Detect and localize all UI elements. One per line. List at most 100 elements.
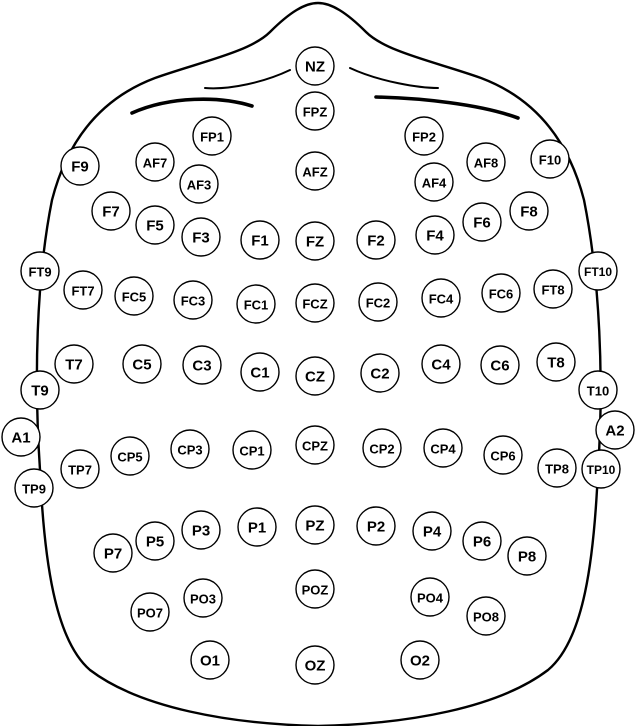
electrode-circle	[232, 430, 272, 470]
electrode-f9: F9	[60, 146, 100, 186]
electrode-label: FC5	[122, 290, 147, 305]
electrode-circle	[356, 506, 396, 546]
electrode-label: PO3	[190, 592, 216, 607]
electrode-circle	[181, 510, 221, 550]
head-outline	[35, 1, 602, 726]
electrode-p1: P1	[237, 507, 277, 547]
electrode-cp6: CP6	[483, 435, 523, 475]
electrode-label: OZ	[305, 658, 326, 675]
electrode-f2: F2	[356, 220, 396, 260]
electrode-label: FP1	[200, 130, 224, 145]
electrode-label: F10	[539, 153, 561, 168]
electrode-label: F3	[192, 230, 210, 247]
electrode-cp3: CP3	[170, 429, 210, 469]
electrode-t8: T8	[536, 342, 576, 382]
electrode-circle	[295, 569, 335, 609]
electrode-circle	[481, 273, 521, 313]
electrode-circle	[295, 221, 335, 261]
electrode-circle	[295, 356, 335, 396]
electrode-p7: P7	[93, 533, 133, 573]
electrode-circle	[507, 536, 547, 576]
electrode-label: POZ	[302, 583, 329, 598]
electrode-circle	[135, 142, 175, 182]
electrode-ft10: FT10	[578, 251, 618, 291]
electrode-label: TP9	[22, 482, 46, 497]
electrode-c4: C4	[421, 344, 461, 384]
electrode-label: P7	[104, 546, 122, 563]
electrode-label: FT8	[541, 283, 564, 298]
electrode-label: FT7	[71, 284, 94, 299]
electrode-label: NZ	[305, 59, 325, 76]
electrode-cp2: CP2	[362, 428, 402, 468]
electrode-label: F5	[146, 218, 164, 235]
electrode-label: CP4	[430, 442, 456, 457]
electrode-fc2: FC2	[358, 282, 398, 322]
electrode-label: F9	[71, 159, 89, 176]
electrode-label: A1	[11, 430, 30, 447]
electrode-circle	[404, 116, 444, 156]
electrode-f1: F1	[240, 220, 280, 260]
electrode-circle	[240, 352, 280, 392]
electrode-label: FC2	[366, 296, 391, 311]
electrode-circle	[237, 507, 277, 547]
electrode-circle	[190, 640, 230, 680]
electrode-label: A2	[605, 423, 624, 440]
electrode-po8: PO8	[466, 596, 506, 636]
electrode-label: F8	[520, 204, 538, 221]
electrode-nz: NZ	[295, 46, 335, 86]
electrode-fp2: FP2	[404, 116, 444, 156]
electrode-circle	[179, 164, 219, 204]
electrode-circle	[130, 592, 170, 632]
electrode-circle	[578, 370, 618, 410]
electrode-circle	[181, 217, 221, 257]
electrode-label: P5	[146, 534, 164, 551]
electrode-p4: P4	[412, 511, 452, 551]
electrode-t9: T9	[20, 370, 60, 410]
electrode-label: P3	[192, 523, 210, 540]
electrode-cp5: CP5	[110, 436, 150, 476]
electrode-fc6: FC6	[481, 273, 521, 313]
electrode-fp1: FP1	[192, 116, 232, 156]
electrode-label: P1	[248, 520, 266, 537]
electrode-label: AF7	[143, 156, 168, 171]
electrode-circle	[295, 46, 335, 86]
electrode-tp10: TP10	[581, 449, 621, 489]
electrode-label: F7	[102, 204, 120, 221]
electrode-circle	[578, 251, 618, 291]
electrode-label: O2	[410, 653, 430, 670]
electrode-fc4: FC4	[421, 278, 461, 318]
electrode-po4: PO4	[410, 577, 450, 617]
electrode-circle	[423, 428, 463, 468]
electrode-label: FPZ	[303, 105, 328, 120]
left-brow-line	[130, 97, 254, 115]
electrode-label: TP8	[545, 462, 569, 477]
electrode-ft7: FT7	[63, 270, 103, 310]
electrode-af4: AF4	[414, 162, 454, 202]
electrode-p8: P8	[507, 536, 547, 576]
electrode-label: AF8	[474, 156, 499, 171]
electrode-a2: A2	[595, 410, 635, 450]
electrode-circle	[182, 345, 222, 385]
electrode-label: PO7	[137, 606, 163, 621]
electrode-circle	[410, 577, 450, 617]
electrode-circle	[63, 270, 103, 310]
electrode-f4: F4	[415, 215, 455, 255]
electrode-circle	[295, 283, 335, 323]
electrode-cp4: CP4	[423, 428, 463, 468]
electrode-circle	[530, 139, 570, 179]
electrode-o2: O2	[400, 640, 440, 680]
electrode-circle	[414, 162, 454, 202]
electrode-tp8: TP8	[537, 448, 577, 488]
electrode-p5: P5	[135, 521, 175, 561]
electrode-c1: C1	[240, 352, 280, 392]
electrode-c5: C5	[122, 344, 162, 384]
electrode-label: CP5	[117, 450, 142, 465]
electrode-f10: F10	[530, 139, 570, 179]
electrode-t10: T10	[578, 370, 618, 410]
electrode-oz: OZ	[295, 645, 335, 685]
electrode-circle	[295, 425, 335, 465]
electrode-circle	[509, 191, 549, 231]
electrode-circle	[114, 276, 154, 316]
